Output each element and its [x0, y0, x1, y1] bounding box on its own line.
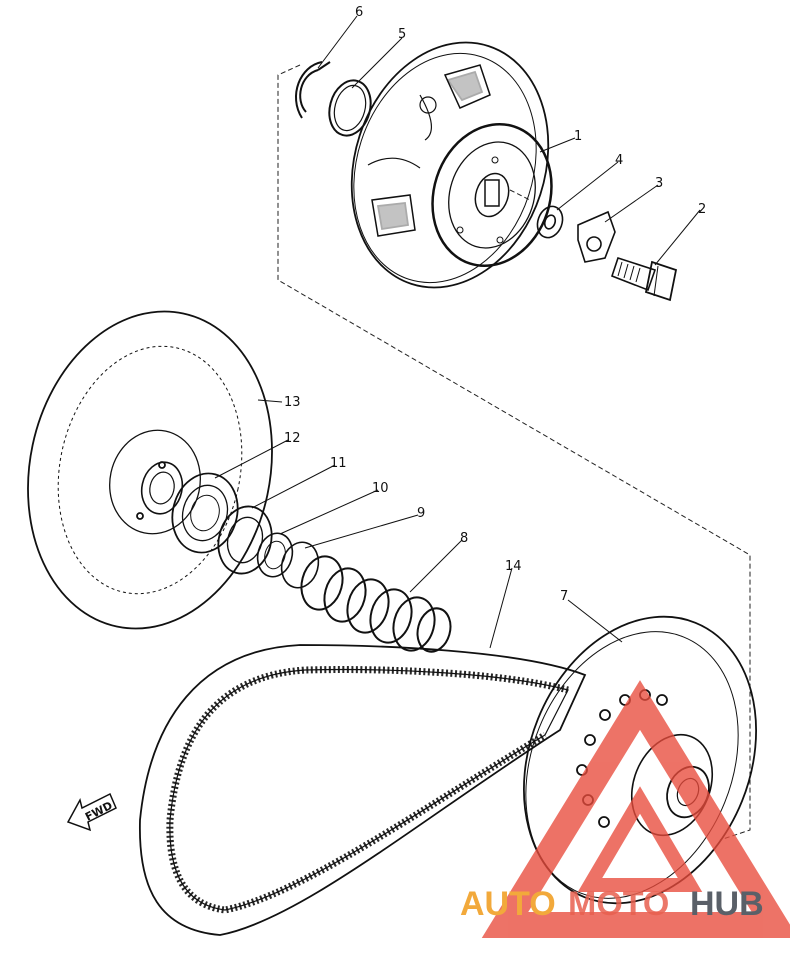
callout-numbers: 1 2 3 4 5 6 7 8 9 10 11 12 13 14: [284, 5, 706, 604]
callout-2: 2: [698, 202, 706, 217]
spring-seat-9: [280, 541, 320, 589]
callout-11: 11: [330, 456, 347, 471]
callout-3: 3: [655, 176, 663, 191]
callout-7: 7: [560, 589, 568, 604]
spring-seat-10: [256, 532, 294, 578]
callout-6: 6: [355, 5, 363, 20]
spring-8: [300, 555, 452, 653]
v-belt-14: [139, 644, 587, 936]
lock-washer-3: [577, 210, 616, 263]
circlip-5: [328, 79, 372, 137]
callout-12: 12: [284, 431, 301, 446]
bearing-12: [171, 472, 239, 554]
washer-4: [536, 205, 564, 239]
assembly-guide-lines: [277, 64, 751, 841]
watermark-logo: AUTO MOTO HUB: [460, 680, 790, 938]
watermark-text-hub: HUB: [690, 885, 764, 923]
callout-9: 9: [417, 506, 425, 521]
leader-lines: [214, 15, 701, 649]
fixed-sheave-13: [27, 310, 273, 630]
callout-13: 13: [284, 395, 301, 410]
callout-1: 1: [574, 129, 582, 144]
bolt-2: [611, 256, 678, 302]
watermark-text-auto: AUTO: [460, 885, 556, 923]
clutch-housing: [350, 41, 553, 289]
watermark-text-moto: MOTO: [568, 885, 669, 923]
callout-14: 14: [505, 559, 522, 574]
callout-5: 5: [398, 27, 406, 42]
circlip-6: [295, 61, 331, 119]
callout-10: 10: [372, 481, 389, 496]
callout-4: 4: [615, 153, 623, 168]
callout-8: 8: [460, 531, 468, 546]
forward-direction-arrow: FWD: [66, 792, 117, 832]
watermark-triangle-icon: [481, 680, 790, 938]
